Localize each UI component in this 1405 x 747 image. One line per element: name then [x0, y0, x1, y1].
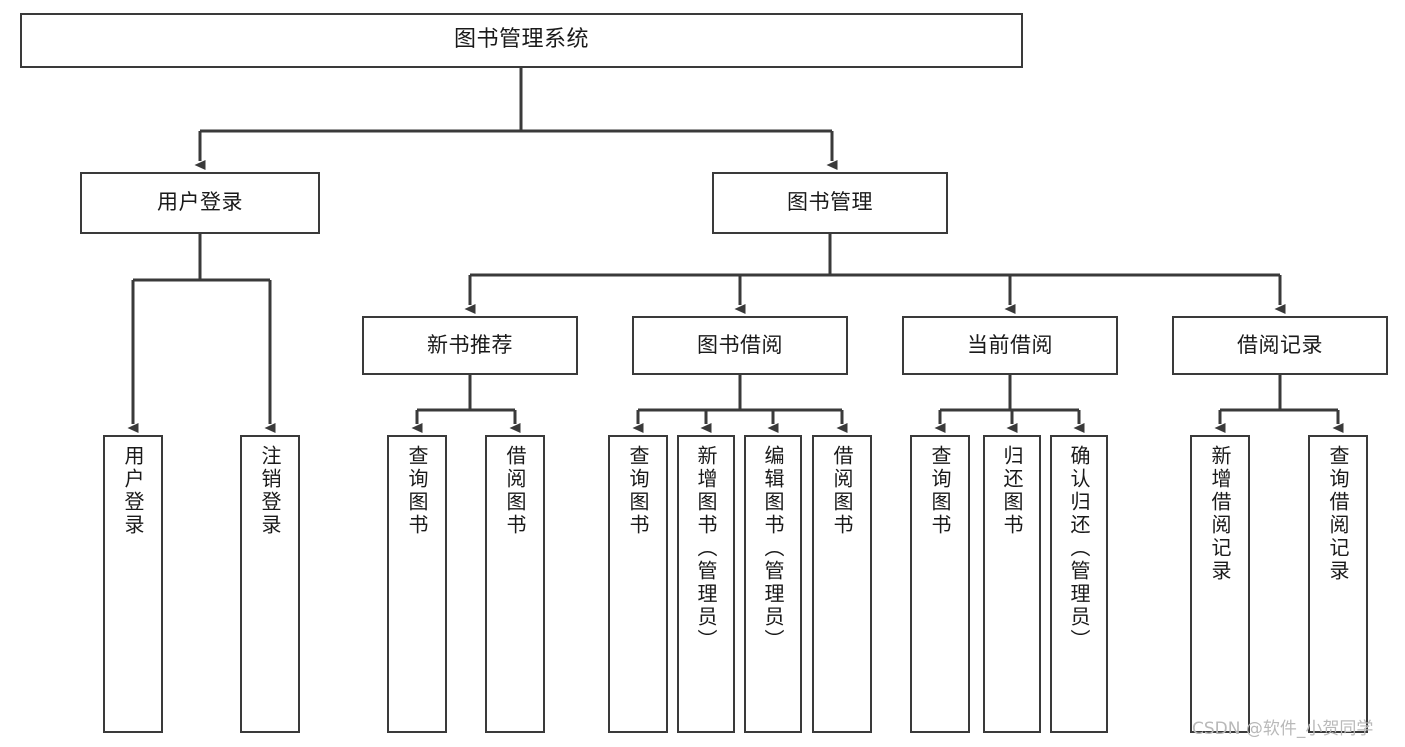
leaf-query-record-label: 查询借阅记录	[1326, 445, 1350, 583]
node-book-management[interactable]: 图书管理	[712, 172, 948, 234]
node-book-borrow[interactable]: 图书借阅	[632, 316, 848, 375]
leaf-return-book[interactable]: 归还图书	[983, 435, 1041, 733]
node-user-login-label: 用户登录	[157, 190, 243, 215]
node-borrow-record[interactable]: 借阅记录	[1172, 316, 1388, 375]
leaf-query-book-c[interactable]: 查询图书	[910, 435, 970, 733]
leaf-logout-label: 注销登录	[258, 445, 282, 537]
leaf-add-book-label: 新增图书（管理员）	[694, 445, 718, 652]
leaf-add-record[interactable]: 新增借阅记录	[1190, 435, 1250, 733]
leaf-confirm-return-label: 确认归还（管理员）	[1067, 445, 1091, 652]
node-current-borrow[interactable]: 当前借阅	[902, 316, 1118, 375]
leaf-user-login[interactable]: 用户登录	[103, 435, 163, 733]
leaf-query-record[interactable]: 查询借阅记录	[1308, 435, 1368, 733]
node-new-book-recommend-label: 新书推荐	[427, 332, 513, 357]
leaf-user-login-label: 用户登录	[121, 445, 145, 537]
leaf-add-book[interactable]: 新增图书（管理员）	[677, 435, 735, 733]
leaf-borrow-book-a[interactable]: 借阅图书	[485, 435, 545, 733]
node-user-login[interactable]: 用户登录	[80, 172, 320, 234]
leaf-query-book-c-label: 查询图书	[928, 445, 952, 537]
node-new-book-recommend[interactable]: 新书推荐	[362, 316, 578, 375]
leaf-edit-book-label: 编辑图书（管理员）	[761, 445, 785, 652]
node-root[interactable]: 图书管理系统	[20, 13, 1023, 68]
leaf-query-book-b-label: 查询图书	[626, 445, 650, 537]
leaf-return-book-label: 归还图书	[1000, 445, 1024, 537]
leaf-borrow-book-a-label: 借阅图书	[503, 445, 527, 537]
leaf-query-book-a-label: 查询图书	[405, 445, 429, 537]
leaf-borrow-book-b-label: 借阅图书	[830, 445, 854, 537]
leaf-add-record-label: 新增借阅记录	[1208, 445, 1232, 583]
leaf-confirm-return[interactable]: 确认归还（管理员）	[1050, 435, 1108, 733]
node-current-borrow-label: 当前借阅	[967, 332, 1053, 357]
leaf-query-book-b[interactable]: 查询图书	[608, 435, 668, 733]
leaf-logout[interactable]: 注销登录	[240, 435, 300, 733]
node-borrow-record-label: 借阅记录	[1237, 332, 1323, 357]
leaf-borrow-book-b[interactable]: 借阅图书	[812, 435, 872, 733]
node-book-management-label: 图书管理	[787, 190, 873, 215]
node-root-label: 图书管理系统	[453, 27, 589, 53]
leaf-edit-book[interactable]: 编辑图书（管理员）	[744, 435, 802, 733]
node-book-borrow-label: 图书借阅	[697, 332, 783, 357]
csdn-watermark: CSDN @软件_小贺同学	[1192, 719, 1374, 739]
leaf-query-book-a[interactable]: 查询图书	[387, 435, 447, 733]
